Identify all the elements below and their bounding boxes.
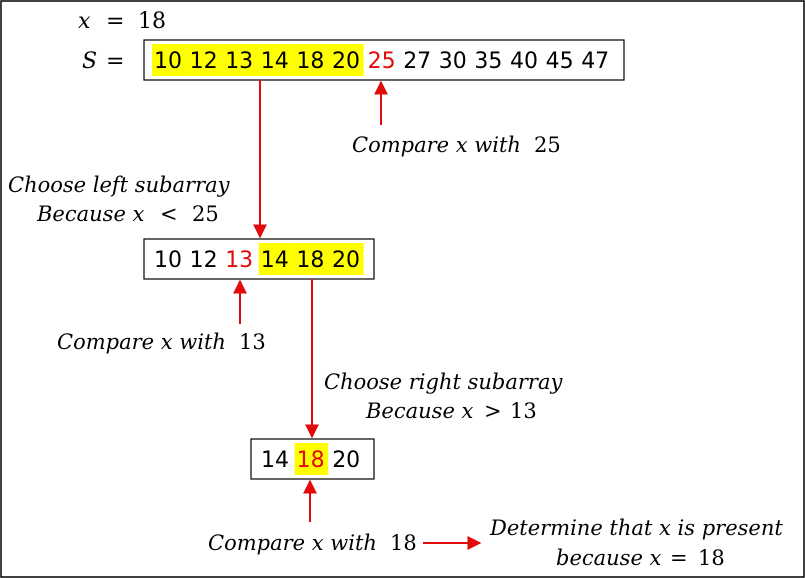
compare-13-num: 13 bbox=[239, 330, 266, 354]
array-item: 14 bbox=[261, 49, 289, 74]
array-item: 45 bbox=[546, 49, 574, 74]
highlight-cell bbox=[258, 243, 295, 275]
determine-op: = bbox=[670, 546, 688, 570]
s-eq: = bbox=[106, 49, 124, 74]
highlight-cell bbox=[187, 44, 224, 76]
array-full: 10 12 13 14 18 20 25 27 30 35 40 45 47 bbox=[152, 44, 609, 76]
array-item: 12 bbox=[190, 49, 218, 74]
array-item: 18 bbox=[296, 248, 324, 273]
highlight-cell bbox=[330, 44, 364, 76]
choose-right-line1: Choose right subarray bbox=[324, 370, 563, 394]
x-var: x bbox=[78, 9, 91, 34]
highlight-cell bbox=[223, 44, 259, 76]
array-item: 20 bbox=[332, 49, 360, 74]
compare-18-num: 18 bbox=[390, 531, 417, 555]
highlight-cell bbox=[258, 44, 295, 76]
choose-left-prefix: Because x bbox=[36, 202, 145, 226]
highlight-cell bbox=[152, 44, 188, 76]
array-item: 47 bbox=[581, 49, 609, 74]
array-item: 14 bbox=[261, 448, 289, 473]
array-item: 20 bbox=[332, 248, 360, 273]
array-item: 10 bbox=[154, 248, 182, 273]
compare-18-prefix: Compare x with bbox=[208, 531, 377, 555]
array-item: 20 bbox=[332, 448, 360, 473]
label-choose-left: Choose left subarray Because x < 25 bbox=[8, 173, 231, 226]
highlight-cell bbox=[294, 443, 329, 475]
array-item: 35 bbox=[474, 49, 502, 74]
array-item: 18 bbox=[296, 49, 324, 74]
s-var: S bbox=[82, 49, 97, 74]
array-item: 18 bbox=[297, 448, 325, 473]
highlight-cell bbox=[330, 243, 364, 275]
label-compare-18: Compare x with 18 bbox=[208, 531, 417, 555]
label-determine: Determine that x is present because x = … bbox=[489, 516, 783, 570]
choose-right-prefix: Because x bbox=[365, 399, 474, 423]
array-final: 14 18 20 bbox=[261, 443, 360, 475]
array-item: 14 bbox=[261, 248, 289, 273]
array-item: 13 bbox=[225, 248, 253, 273]
choose-right-op: > bbox=[484, 399, 502, 423]
array-item: 30 bbox=[439, 49, 467, 74]
s-definition: S = bbox=[82, 49, 124, 74]
highlight-cell bbox=[294, 44, 330, 76]
highlight-cell bbox=[294, 243, 330, 275]
array-item: 27 bbox=[403, 49, 431, 74]
array-final-box bbox=[250, 438, 375, 480]
compare-25-num: 25 bbox=[534, 133, 561, 157]
label-choose-right: Choose right subarray Because x > 13 bbox=[324, 370, 563, 423]
choose-left-num: 25 bbox=[192, 202, 219, 226]
array-left-box bbox=[143, 238, 375, 280]
compare-13-prefix: Compare x with bbox=[57, 330, 226, 354]
array-item: 10 bbox=[154, 49, 182, 74]
label-compare-25: Compare x with 25 bbox=[352, 133, 561, 157]
x-value: 18 bbox=[138, 9, 166, 34]
array-item: 40 bbox=[510, 49, 538, 74]
x-definition: x = 18 bbox=[78, 9, 166, 34]
x-eq: = bbox=[106, 9, 124, 34]
array-item: 25 bbox=[368, 49, 396, 74]
compare-25-prefix: Compare x with bbox=[352, 133, 521, 157]
array-item: 12 bbox=[190, 248, 218, 273]
array-left: 10 12 13 14 18 20 bbox=[154, 243, 364, 275]
choose-left-op: < bbox=[160, 202, 178, 226]
array-item: 13 bbox=[225, 49, 253, 74]
label-compare-13: Compare x with 13 bbox=[57, 330, 266, 354]
determine-num: 18 bbox=[698, 546, 725, 570]
determine-line1: Determine that x is present bbox=[489, 516, 783, 540]
determine-prefix: because x bbox=[556, 546, 662, 570]
choose-left-line1: Choose left subarray bbox=[8, 173, 231, 197]
array-full-box bbox=[143, 39, 625, 81]
choose-right-num: 13 bbox=[510, 399, 537, 423]
